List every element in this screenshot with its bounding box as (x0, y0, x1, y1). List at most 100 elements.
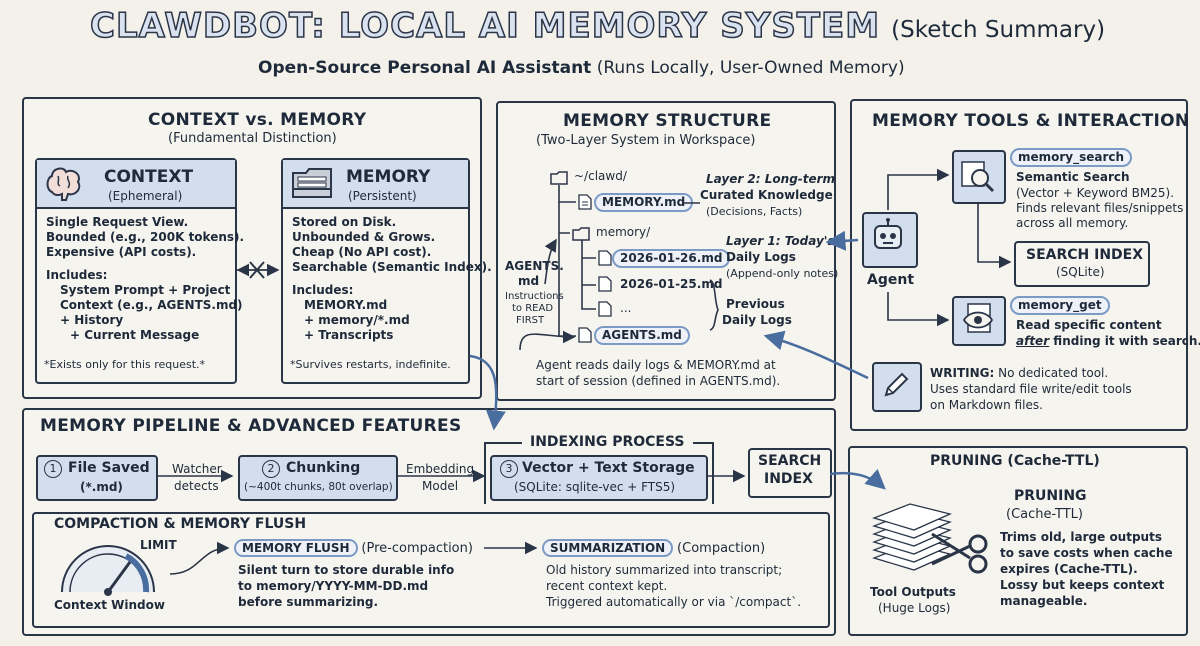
step2-badge: 2 (262, 460, 280, 478)
scissors-icon (930, 524, 992, 580)
layer2-label-a: Layer 2: Long-term (706, 172, 836, 186)
flush-heading: MEMORY FLUSH (Pre-compaction) (234, 539, 473, 557)
memory-include-2: + memory/*.md (304, 313, 410, 327)
previous-logs-b: Daily Logs (722, 313, 792, 327)
brain-icon (44, 164, 84, 202)
step-storage (490, 455, 708, 501)
pencil-icon (880, 369, 912, 405)
file1-icon (598, 250, 612, 270)
structure-footnote-1: Agent reads daily logs & MEMORY.md at (536, 358, 776, 372)
memory-card-tag: (Persistent) (348, 189, 417, 203)
search-desc-4: across all memory. (1016, 216, 1129, 230)
structure-footnote-2: start of session (defined in AGENTS.md). (536, 374, 781, 388)
writing-desc-2: Uses standard file write/edit tools (930, 382, 1132, 396)
writing-desc-3: on Markdown files. (930, 398, 1043, 412)
memory-line-2: Unbounded & Grows. (292, 230, 436, 244)
step3-title: Vector + Text Storage (522, 460, 695, 476)
context-line-1: Single Request View. (46, 215, 189, 229)
tree-file-previous: 2026-01-25.md (620, 277, 723, 291)
compaction-panel (32, 512, 830, 628)
step3-sub: (SQLite: sqlite-vec + FTS5) (514, 480, 676, 494)
title-suffix: (Sketch Summary) (891, 17, 1106, 43)
pruning-desc-4: Lossy but keeps context (1000, 578, 1165, 592)
context-vs-memory-subtitle: (Fundamental Distinction) (168, 131, 337, 146)
summarization-tag: SUMMARIZATION (542, 539, 674, 557)
context-card-tag: (Ephemeral) (108, 189, 183, 203)
summarization-desc-1: Old history summarized into transcript; (546, 563, 783, 577)
watcher-label-a: Watcher (172, 462, 222, 476)
summarization-desc-2: recent context kept. (546, 579, 668, 593)
search-desc-1: Semantic Search (1016, 170, 1130, 184)
magnifier-icon (960, 158, 996, 198)
pipeline-search-index-a: SEARCH (758, 453, 822, 469)
page-subtitle: Open-Source Personal AI Assistant (Runs … (258, 58, 905, 78)
embedding-label-a: Embedding (406, 462, 475, 476)
tree-root: ~/clawd/ (574, 169, 627, 183)
context-card-title: CONTEXT (104, 167, 194, 187)
search-desc-3: Finds relevant files/snippets (1016, 201, 1184, 215)
flush-desc-1: Silent turn to store durable info (238, 563, 455, 577)
agents-side-b: md (518, 274, 540, 288)
summarization-desc-3: Triggered automatically or via `/compact… (546, 595, 802, 609)
previous-logs-a: Previous (726, 297, 785, 311)
pruning-desc-1: Trims old, large outputs (1000, 530, 1162, 544)
agents-side-c: Instructions (505, 291, 564, 302)
documents-stack-icon (870, 492, 954, 580)
context-include-3: + History (60, 313, 124, 327)
step3-badge: 3 (500, 460, 518, 478)
subtitle-rest: (Runs Locally, User-Owned Memory) (596, 58, 905, 78)
context-note: *Exists only for this request.* (44, 358, 206, 371)
flush-desc-2: to memory/YYYY-MM-DD.md (238, 579, 428, 594)
memory-flush-sub: (Pre-compaction) (361, 541, 473, 556)
memory-include-3: + Transcripts (304, 328, 394, 342)
get-desc-2a: after (1016, 334, 1050, 348)
agents-side-d: to READ (512, 303, 554, 314)
tree-memory-md: MEMORY.md (594, 193, 694, 212)
pruning-inner-a: PRUNING (1014, 488, 1087, 504)
step1-sub: (*.md) (80, 480, 123, 494)
context-include-4: + Current Message (70, 328, 200, 342)
search-index-box (1014, 241, 1150, 287)
watcher-label-b: detects (174, 479, 219, 493)
memory-includes: Includes: (292, 283, 354, 297)
root-folder-icon (550, 170, 568, 189)
step2-sub: (~400t chunks, 80t overlap) (244, 481, 393, 493)
memory-search-tool: memory_search (1010, 148, 1133, 167)
search-tool-icon-box (952, 150, 1006, 204)
gauge-limit: LIMIT (140, 538, 177, 552)
tree-memory-dir: memory/ (596, 225, 651, 239)
subtitle-bold: Open-Source Personal AI Assistant (258, 58, 592, 78)
flush-desc-3: before summarizing. (238, 595, 379, 609)
memory-card-title: MEMORY (346, 167, 431, 187)
tool-outputs-b: (Huge Logs) (878, 601, 951, 615)
search-index-title: SEARCH INDEX (1026, 247, 1144, 263)
pipeline-search-index (748, 448, 832, 498)
title-main: CLAWDBOT: LOCAL AI MEMORY SYSTEM (89, 5, 881, 47)
robot-icon (870, 218, 906, 262)
layer1-label-a: Layer 1: Today's (726, 234, 835, 248)
step1-badge: 1 (44, 460, 62, 478)
memory-line-4: Searchable (Semantic Index). (292, 260, 492, 274)
get-desc-2b: finding it with search. (1049, 334, 1200, 348)
memory-structure-subtitle: (Two-Layer System in Workspace) (536, 133, 756, 148)
page-title: CLAWDBOT: LOCAL AI MEMORY SYSTEM (Sketch… (89, 5, 1106, 47)
memory-include-1: MEMORY.md (304, 298, 388, 312)
context-vs-memory-title: CONTEXT vs. MEMORY (148, 110, 367, 130)
writing-desc-1: No dedicated tool. (994, 366, 1109, 380)
writing-line-1: WRITING: No dedicated tool. (930, 366, 1108, 381)
pipeline-title: MEMORY PIPELINE & ADVANCED FEATURES (40, 416, 462, 436)
pruning-desc-5: manageable. (1000, 594, 1088, 608)
get-desc-1: Read specific content (1016, 318, 1162, 332)
memory-line-3: Cheap (No API cost). (292, 245, 432, 259)
layer2-label-b: Curated Knowledge (700, 188, 833, 202)
flush-desc-2a: to (238, 579, 257, 593)
embedding-label-b: Model (422, 479, 459, 493)
memory-note: *Survives restarts, indefinite. (290, 358, 451, 371)
agents-side-a: AGENTS. (505, 259, 564, 273)
agents-side-e: FIRST (516, 315, 545, 326)
summarization-sub: (Compaction) (677, 541, 766, 556)
summarization-heading: SUMMARIZATION (Compaction) (542, 539, 766, 557)
context-includes: Includes: (46, 268, 108, 282)
step2-title: Chunking (286, 460, 361, 476)
layer1-label-b: Daily Logs (726, 250, 796, 264)
